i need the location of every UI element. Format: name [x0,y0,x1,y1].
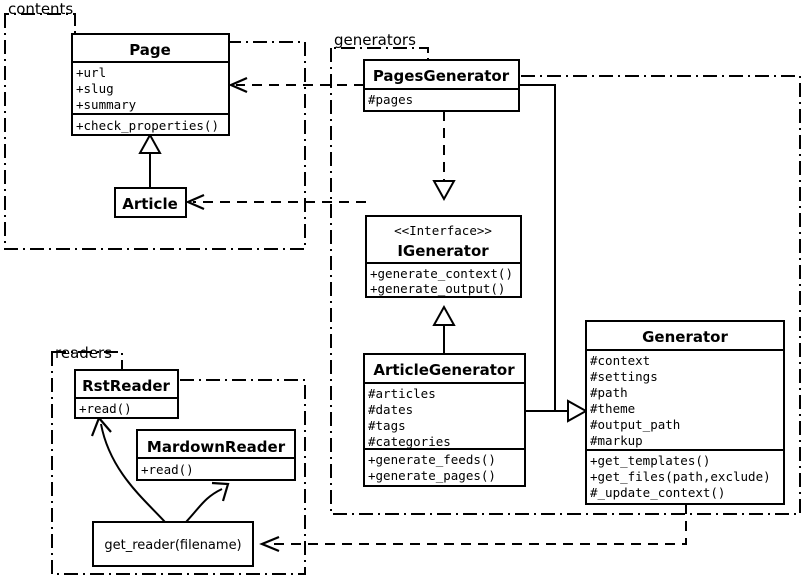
class-name-mardownreader: MardownReader [147,438,286,456]
arrowhead-pagesgenerator-to-igenerator [432,180,456,202]
class-name-article: Article [122,195,178,213]
edge-pagesgenerator-to-generator [519,84,568,412]
class-box-mardownreader[interactable]: MardownReader +read() [136,429,296,481]
class-method: +read() [79,401,132,416]
class-attribute: #context [590,353,650,368]
class-method: +get_templates() [590,453,710,468]
package-label-generators: generators [334,31,416,49]
class-box-generator[interactable]: Generator #context #settings #path #them… [585,320,785,505]
edge-generator-to-getreader [268,504,687,545]
class-box-rstreader[interactable]: RstReader +read() [74,369,179,419]
class-method: +read() [141,462,194,477]
package-border-readers [51,351,306,575]
arrowhead-generator-to-getreader [259,535,280,553]
edge-getreader-to-mardownreader [185,488,223,523]
edge-getreader-to-rstreader [100,423,166,523]
class-method: +generate_context() [370,266,513,281]
class-method: +check_properties() [76,118,219,133]
class-attribute: #articles [368,386,436,401]
class-box-page[interactable]: Page +url +slug +summary +check_properti… [71,33,230,136]
class-attribute: #categories [368,434,451,449]
class-box-articlegenerator[interactable]: ArticleGenerator #articles #dates #tags … [363,353,526,487]
function-name-get-reader: get_reader(filename) [104,538,241,553]
class-name-page: Page [129,41,171,59]
class-method: +generate_output() [370,281,505,296]
package-label-readers: readers [55,344,112,362]
class-method: +generate_pages() [368,468,496,483]
class-box-article[interactable]: Article [114,187,187,218]
class-method: +get_files(path,exclude) [590,469,771,484]
class-name-rstreader: RstReader [82,377,170,395]
class-attribute: +url [76,65,106,80]
arrowhead-pagesgenerator-to-page [228,76,248,94]
class-name-articlegenerator: ArticleGenerator [373,361,515,379]
arrowhead-articlegenerator-to-igenerator [432,304,456,326]
class-attribute: #settings [590,369,658,384]
class-attribute: #pages [368,92,413,107]
class-box-pagesgenerator[interactable]: PagesGenerator #pages [363,59,520,112]
class-stereotype-igenerator: <<Interface>> [394,223,492,238]
class-method: +generate_feeds() [368,452,496,467]
class-attribute: #output_path [590,417,680,432]
class-attribute: +summary [76,97,137,112]
class-attribute: #dates [368,402,413,417]
class-attribute: +slug [76,81,114,96]
package-label-contents: contents [8,0,73,18]
arrowhead-generators-to-generator [567,399,589,423]
package-border-contents [4,13,306,250]
class-name-igenerator: IGenerator [397,242,489,260]
arrowhead-article-to-page [138,132,162,154]
class-name-pagesgenerator: PagesGenerator [373,67,510,85]
class-attribute: #theme [590,401,635,416]
package-border-generators [330,47,801,515]
class-attribute: #path [590,385,628,400]
class-attribute: #tags [368,418,406,433]
class-box-igenerator[interactable]: <<Interface>> IGenerator +generate_conte… [365,215,522,298]
class-name-generator: Generator [642,328,728,346]
arrowhead-getreader-to-mardownreader [211,481,230,502]
class-attribute: #markup [590,433,643,448]
function-box-get-reader[interactable]: get_reader(filename) [92,521,254,567]
arrowhead-articlegenerator-to-article [185,193,205,211]
class-method: #_update_context() [590,485,725,500]
